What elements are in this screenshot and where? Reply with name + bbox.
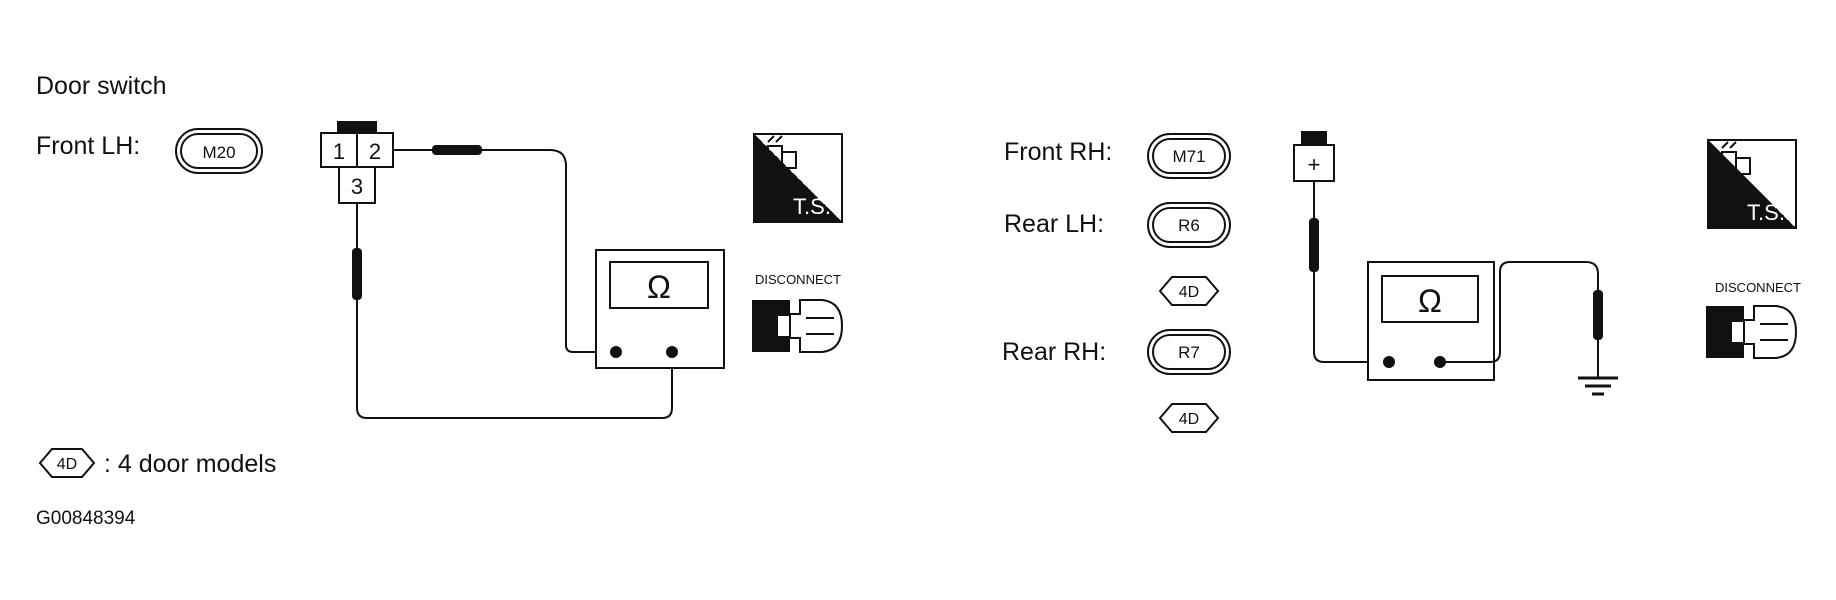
legend-text: : 4 door models	[104, 450, 276, 478]
ts-text-right: T.S.	[1747, 200, 1785, 225]
door-switch-terminal: +	[1293, 131, 1335, 182]
disconnect-icon	[752, 299, 844, 353]
front-lh-connector-id: M20	[202, 143, 235, 162]
ohm-symbol-left: Ω	[647, 269, 671, 305]
rear-lh-connector-id: R6	[1178, 216, 1200, 235]
probe-pin-3	[352, 203, 673, 419]
front-rh-connector-id: M71	[1172, 147, 1205, 166]
rear-rh-connector-badge: R7	[1147, 329, 1231, 375]
connector-icon	[767, 135, 797, 169]
pin-1-label: 1	[333, 139, 345, 164]
connector-icon	[1721, 141, 1751, 175]
rear-lh-label: Rear LH:	[1004, 210, 1104, 238]
ts-badge-right: T.S.	[1707, 139, 1797, 229]
diagram-title: Door switch	[36, 72, 167, 100]
disconnect-icon	[1706, 305, 1798, 359]
door-switch-connector: 1 2 3	[320, 121, 394, 204]
rear-rh-label: Rear RH:	[1002, 338, 1106, 366]
rear-rh-4d-text: 4D	[1179, 411, 1199, 428]
front-rh-connector-badge: M71	[1147, 133, 1231, 179]
plus-terminal-symbol: +	[1308, 152, 1321, 177]
front-lh-label: Front LH:	[36, 132, 140, 160]
disconnect-text-left: DISCONNECT	[755, 272, 841, 287]
disconnect-badge-left: DISCONNECT	[752, 272, 844, 353]
disconnect-text-right: DISCONNECT	[1715, 280, 1801, 295]
probe-pin-2	[393, 145, 616, 353]
disconnect-badge-right: DISCONNECT	[1706, 280, 1801, 359]
legend-tag-text: 4D	[57, 456, 77, 473]
legend-4d-tag: 4D	[38, 448, 96, 478]
probe-ground	[1440, 261, 1603, 378]
ohm-symbol-right: Ω	[1418, 283, 1442, 319]
rear-lh-connector-badge: R6	[1147, 202, 1231, 248]
ohmmeter-right: Ω	[1367, 261, 1495, 381]
ts-badge-left: T.S.	[753, 133, 843, 223]
ohmmeter-left: Ω	[595, 249, 725, 369]
rear-lh-4d-tag: 4D	[1158, 276, 1220, 306]
rear-lh-4d-text: 4D	[1179, 284, 1199, 301]
pin-3-label: 3	[351, 174, 363, 199]
front-lh-connector-badge: M20	[175, 128, 263, 174]
probe-terminal	[1309, 181, 1389, 363]
pin-2-label: 2	[369, 139, 381, 164]
rear-rh-connector-id: R7	[1178, 343, 1200, 362]
ground-symbol	[1578, 376, 1618, 396]
rear-rh-4d-tag: 4D	[1158, 403, 1220, 433]
front-rh-label: Front RH:	[1004, 138, 1112, 166]
ts-text-left: T.S.	[793, 194, 831, 219]
figure-id: G00848394	[36, 508, 136, 529]
